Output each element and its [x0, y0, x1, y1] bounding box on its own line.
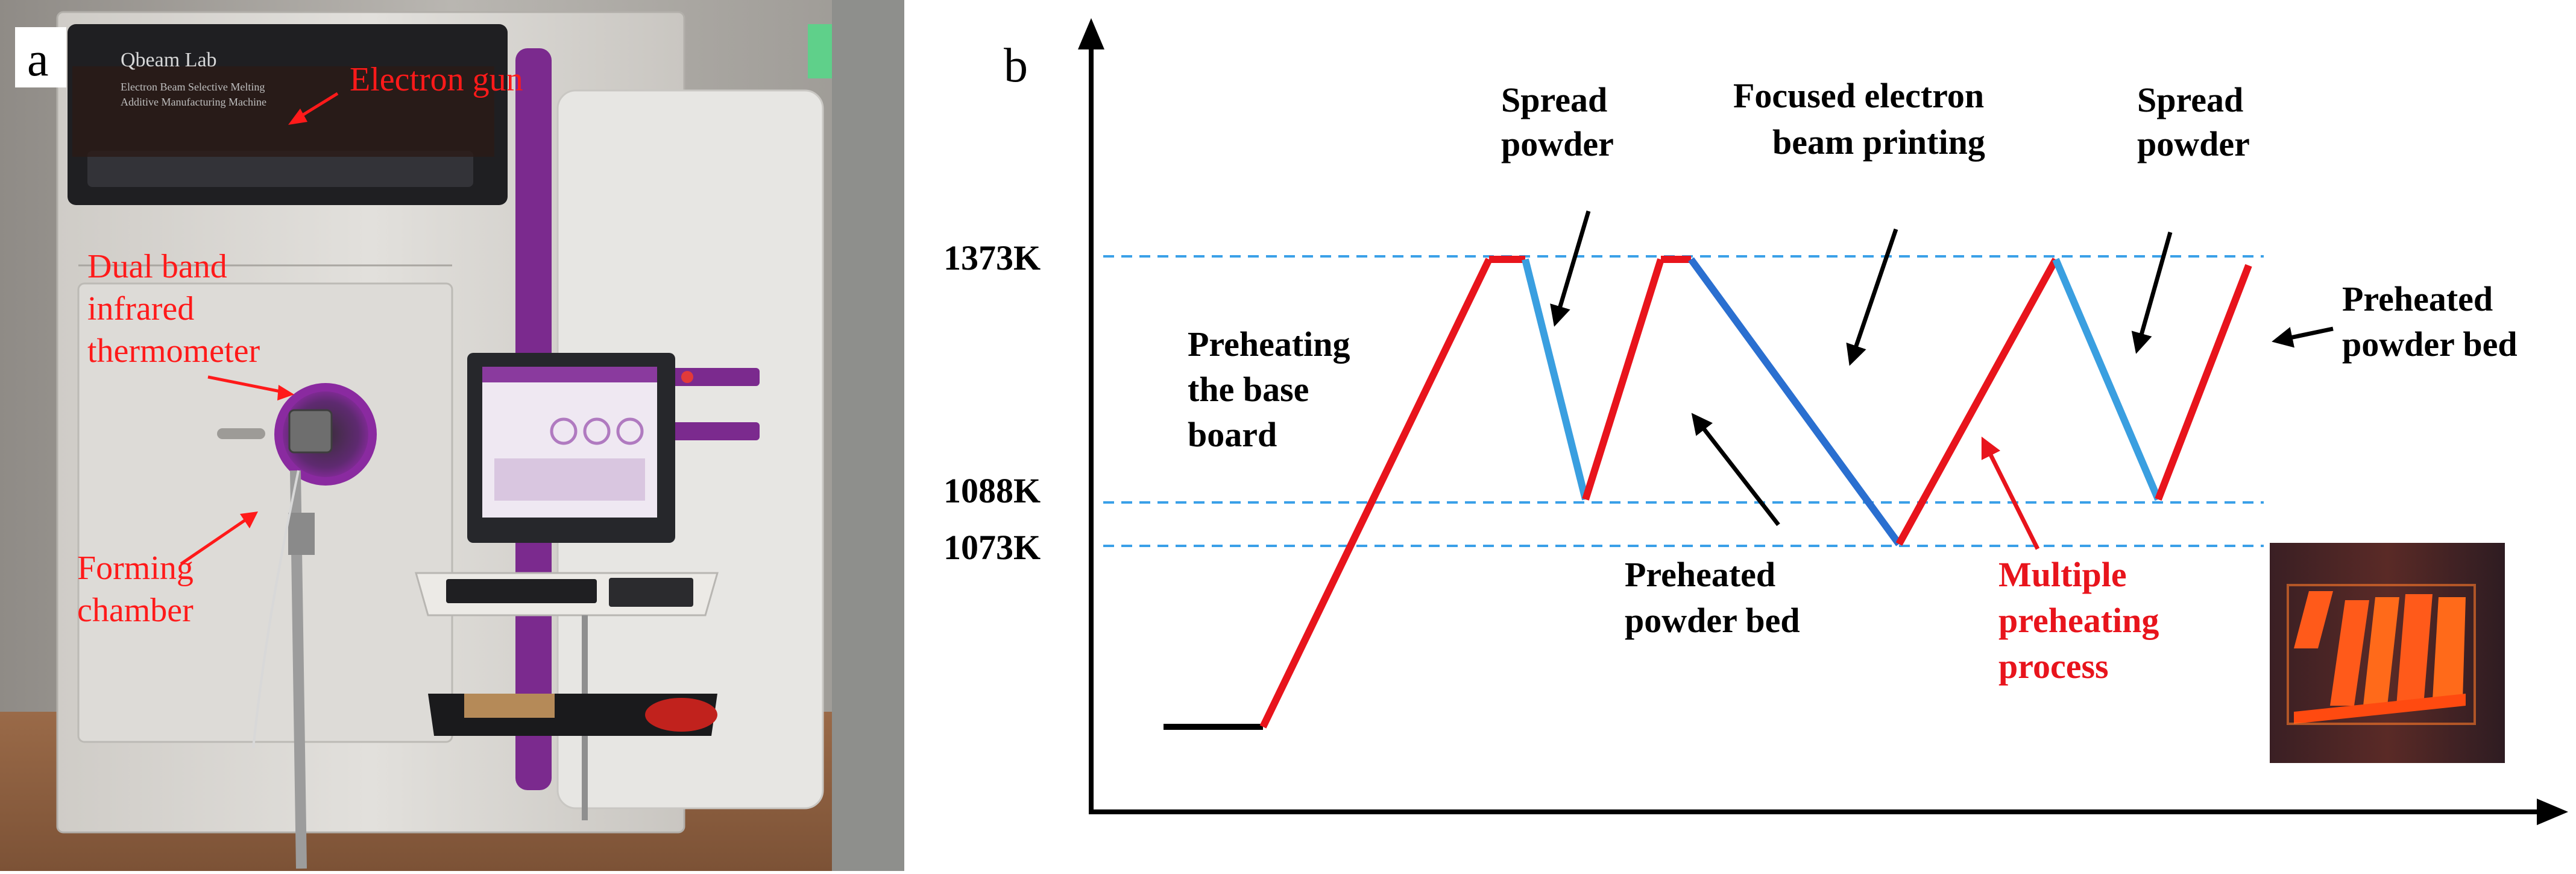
panel-a-photo: Qbeam Lab Electron Beam Selective Meltin… — [0, 0, 904, 871]
thermometer-device — [288, 409, 333, 454]
temp-1073k: 1073K — [943, 528, 1041, 567]
printing-drop — [1688, 257, 1902, 546]
multiple-preheat-line3: process — [1998, 647, 2109, 686]
preheat-base-line3: board — [1188, 415, 1277, 454]
multi-preheat-ramp — [1895, 258, 2059, 546]
spread-powder-2-line2: powder — [2137, 124, 2250, 163]
top-window — [72, 66, 494, 157]
spread-powder-1-line2: powder — [1501, 124, 1614, 163]
base-preheat-ramp — [1259, 258, 1493, 729]
panel-a-label: a — [27, 33, 49, 86]
thermometer-arrow — [207, 375, 284, 394]
y-axis-arrowhead — [1078, 18, 1104, 49]
spread-arrow-2 — [2131, 232, 2173, 354]
machine-subtitle-2: Additive Manufacturing Machine — [121, 96, 266, 108]
foot-pedal — [645, 698, 717, 732]
chamber-label-line1: Forming — [77, 549, 194, 587]
temp-1373k: 1373K — [943, 238, 1041, 277]
thermometer-label-line2: infrared — [87, 290, 194, 328]
temp-1088k: 1088K — [943, 471, 1041, 510]
spread-powder-2-line1: Spread — [2137, 80, 2243, 119]
background-shelf — [832, 0, 904, 871]
thermal-bar-1 — [2294, 591, 2333, 648]
thermal-image-inset — [2270, 543, 2505, 763]
screen-header — [482, 367, 657, 382]
multiple-preheat-arrow — [1981, 436, 2040, 550]
thermal-frame — [2287, 584, 2476, 725]
machine-brand-text: Qbeam Lab — [121, 49, 217, 71]
thermal-base-strip — [2294, 694, 2466, 724]
screen-gauge-2 — [583, 417, 611, 445]
chamber-arrow — [180, 517, 248, 566]
printing-arrow — [1846, 228, 1898, 366]
spread-powder-drop-1 — [1522, 258, 1589, 501]
tripod-clamp — [288, 513, 315, 555]
multiple-preheat-line1: Multiple — [1998, 555, 2127, 594]
electron-gun-arrow — [297, 92, 339, 119]
focused-beam-line2: beam printing — [1772, 122, 1985, 162]
mouse-pad — [609, 578, 693, 607]
lower-shelf-box — [464, 694, 555, 718]
preheated-bed-mid-line2: powder bed — [1625, 601, 1800, 640]
thermometer-label-line3: thermometer — [87, 332, 260, 370]
electron-gun-label: Electron gun — [350, 61, 523, 98]
monitor-arm-bottom — [666, 422, 760, 440]
preheated-bed-mid-line1: Preheated — [1625, 555, 1775, 594]
panel-b-diagram: b 1373K 1088K 1073K Spread powder Focuse… — [940, 0, 2576, 871]
bed-preheat-ramp-1 — [1582, 258, 1664, 501]
chamber-arrowhead — [240, 511, 258, 528]
thermometer-label-line1: Dual band — [87, 248, 227, 285]
thermal-bar-4 — [2396, 594, 2433, 706]
preheated-bed-right-line2: powder bed — [2342, 325, 2518, 364]
screen-gauge-1 — [550, 417, 578, 445]
multiple-preheat-line2: preheating — [1998, 601, 2159, 640]
keyboard — [446, 579, 597, 603]
preheating-process-diagram: b 1373K 1088K 1073K Spread powder Focuse… — [943, 18, 2568, 825]
preheat-base-line2: the base — [1188, 370, 1309, 409]
panel-b-label: b — [1004, 39, 1028, 92]
panel-a-label-box — [15, 27, 66, 87]
thermal-bar-2 — [2330, 600, 2369, 706]
preheat-base-line1: Preheating — [1188, 325, 1350, 364]
machine-photo: Qbeam Lab Electron Beam Selective Meltin… — [0, 0, 904, 871]
screen-panel — [494, 458, 645, 501]
spread-powder-drop-2 — [2052, 258, 2162, 501]
preheated-bed-arrow-right — [2272, 326, 2334, 348]
thermometer-cable — [252, 470, 300, 749]
monitor-arm-top — [666, 368, 760, 386]
electron-gun-arrowhead — [288, 109, 307, 125]
spread-powder-1-line1: Spread — [1501, 80, 1607, 119]
door-handle — [217, 428, 265, 439]
thermometer-arrowhead — [277, 385, 294, 401]
preheated-bed-arrow-mid — [1691, 413, 1780, 527]
focused-beam-line1: Focused electron — [1733, 76, 1984, 115]
machine-subtitle-1: Electron Beam Selective Melting — [121, 81, 265, 93]
screen-gauge-3 — [616, 417, 644, 445]
thermal-bar-5 — [2433, 597, 2466, 700]
emergency-button — [681, 371, 693, 383]
bed-preheat-ramp-2 — [2155, 264, 2252, 501]
status-light — [808, 24, 832, 78]
chamber-label-line2: chamber — [77, 592, 194, 629]
thermal-bar-3 — [2363, 597, 2399, 706]
preheated-bed-right-line1: Preheated — [2342, 279, 2493, 318]
spread-arrow-1 — [1550, 211, 1591, 327]
x-axis-arrowhead — [2537, 799, 2568, 825]
window-frame — [87, 151, 473, 187]
